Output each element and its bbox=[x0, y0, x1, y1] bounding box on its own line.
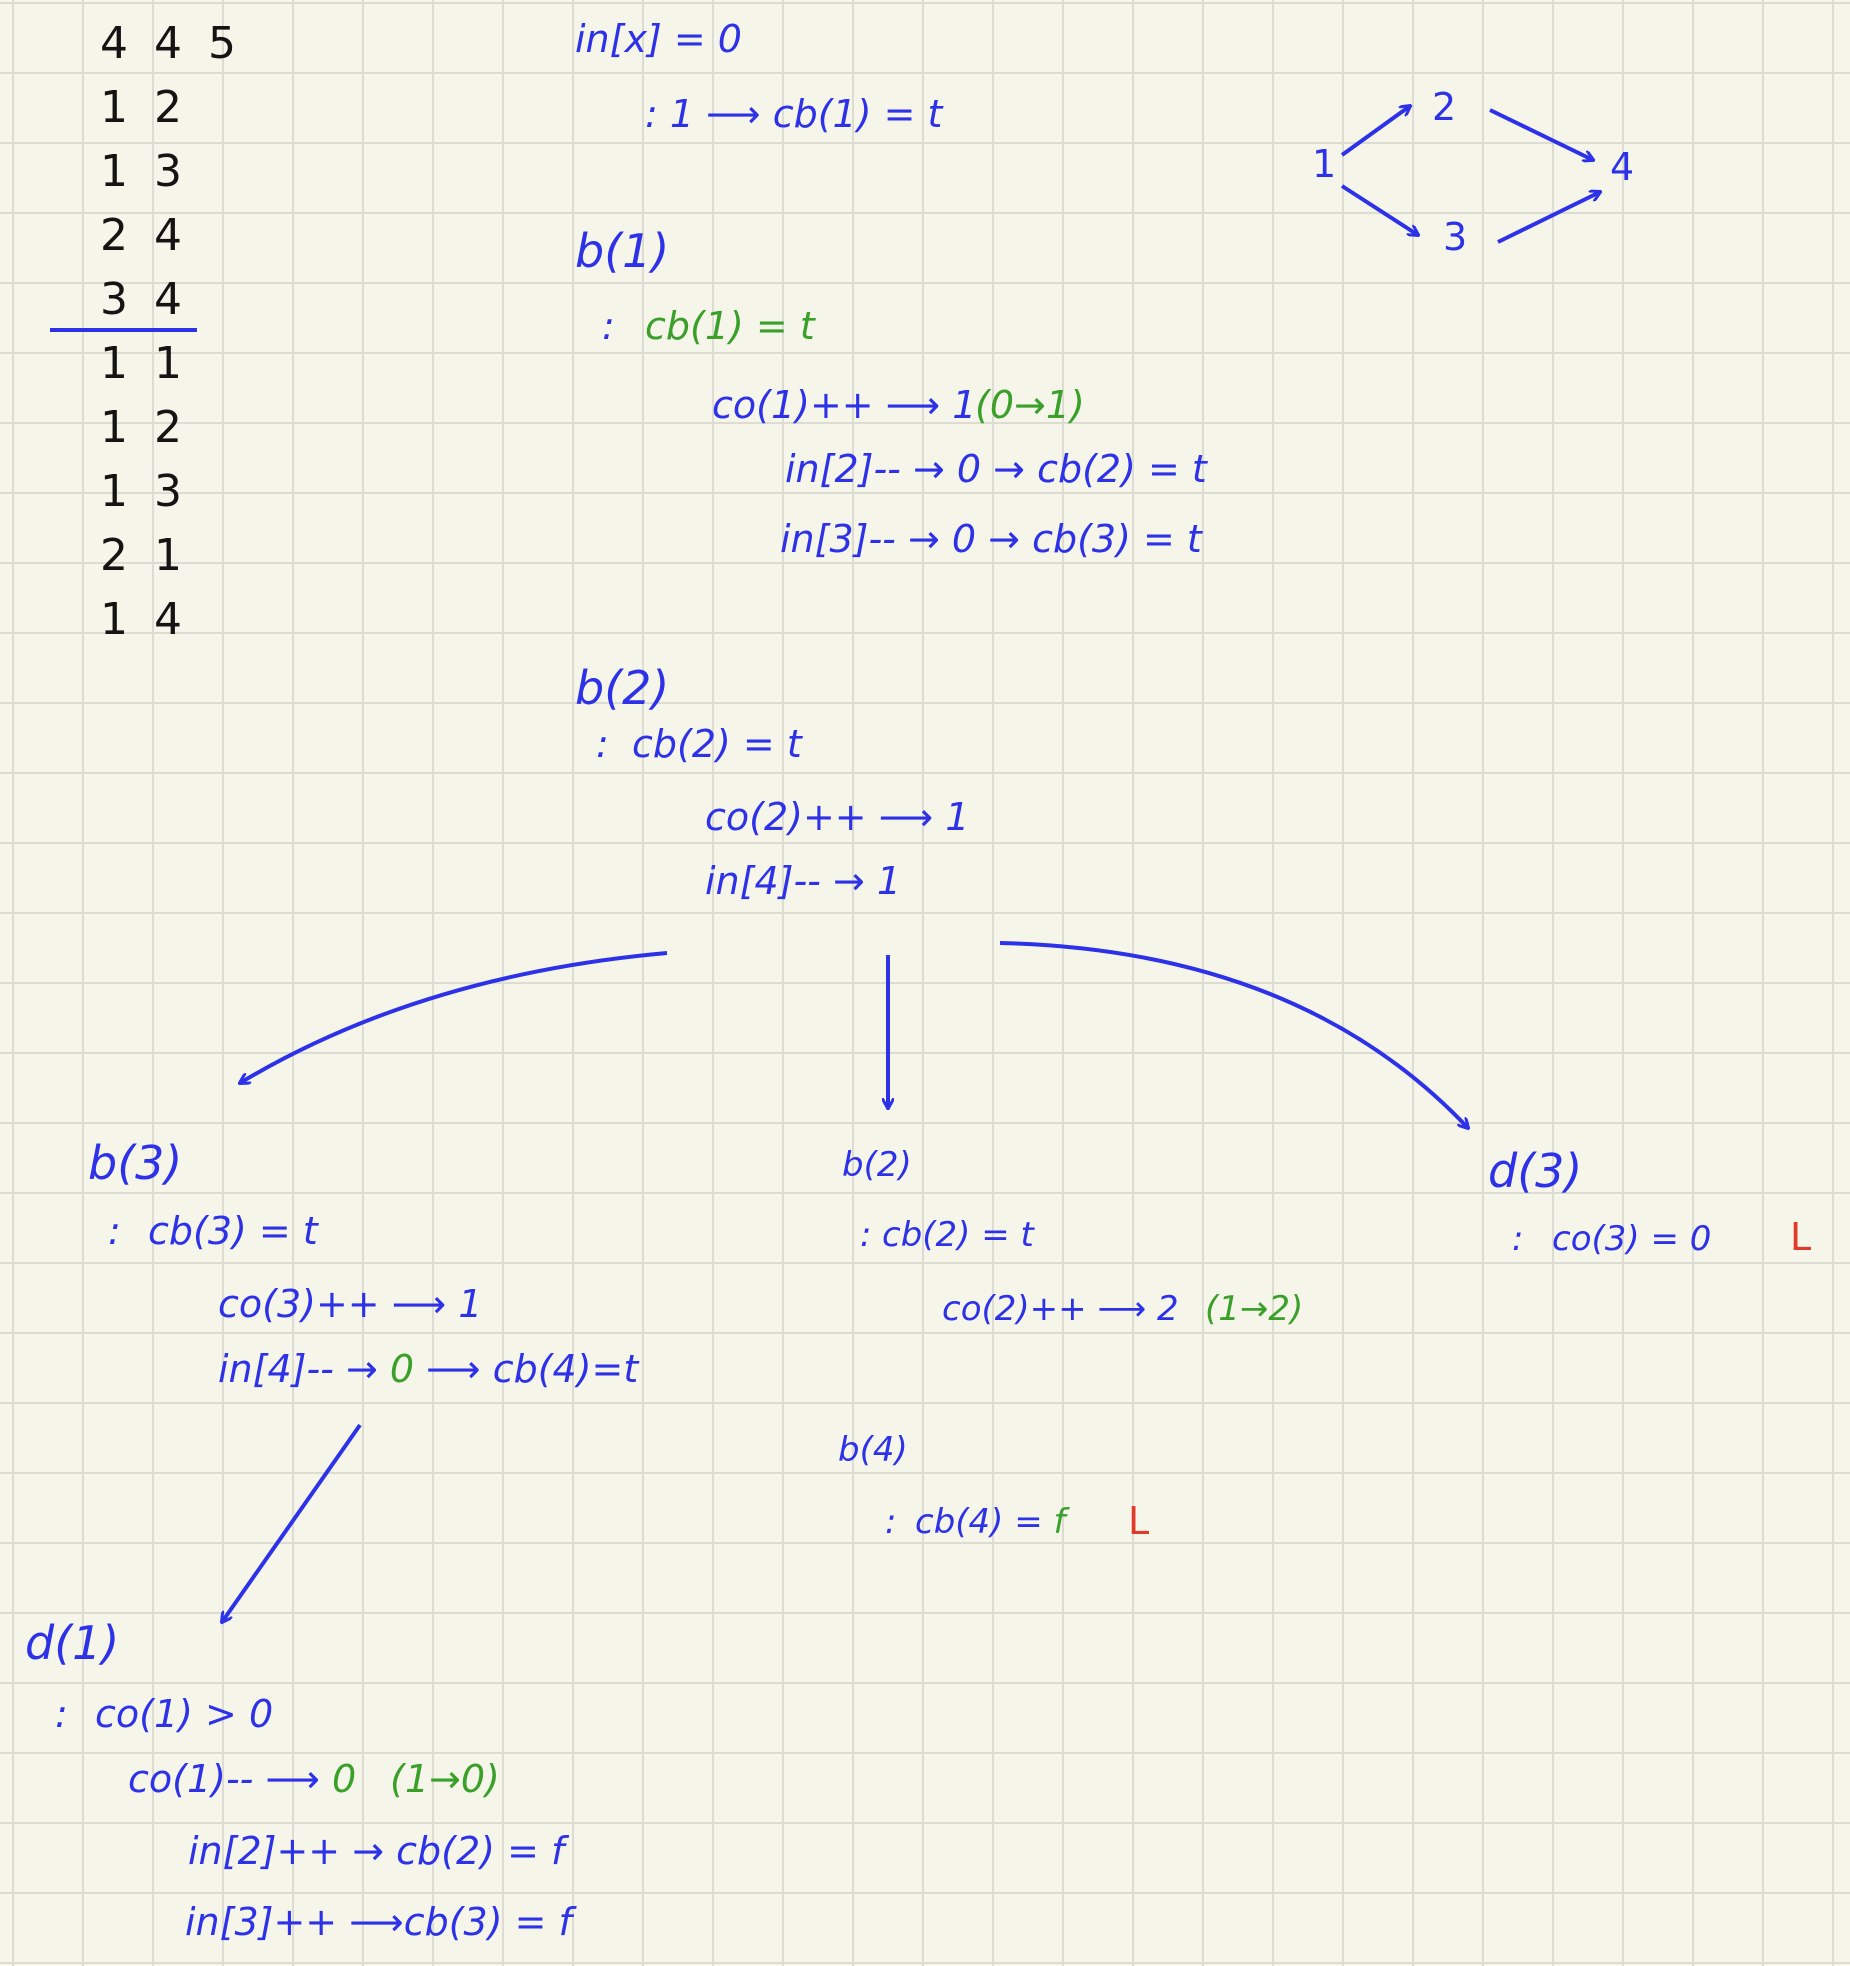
d3-colon: : bbox=[1512, 1219, 1524, 1259]
d1-in2-increment: in[2]++ → cb(2) = f bbox=[188, 1832, 564, 1870]
d1-colon: : bbox=[55, 1692, 68, 1736]
input-line: 1 4 bbox=[100, 594, 188, 645]
d3-co-value: co(3) = 0 bbox=[1552, 1219, 1712, 1259]
input-line: 1 3 bbox=[100, 146, 188, 197]
b2-colon: : bbox=[596, 722, 609, 766]
d1-condition: co(1) > 0 bbox=[95, 1692, 274, 1736]
arrow-to-d3 bbox=[999, 941, 1468, 1128]
b4-mark: L bbox=[1128, 1499, 1150, 1543]
input-line: 2 1 bbox=[100, 530, 188, 581]
input-line: 1 3 bbox=[100, 466, 188, 517]
branch-b3-colon: : bbox=[108, 1209, 121, 1253]
b1-title: b(1) bbox=[575, 224, 670, 278]
graph-node-4: 4 bbox=[1610, 145, 1635, 189]
d1-in3-text: in[3]++ ⟶ bbox=[185, 1900, 404, 1944]
b4-cb-f: f bbox=[1053, 1502, 1066, 1542]
arrow-to-d1 bbox=[222, 1423, 362, 1622]
b2-cb-value: cb(2) = t bbox=[632, 722, 802, 766]
graph-edge-2-4 bbox=[1489, 108, 1593, 160]
d1-cb3-value: cb(3) = f bbox=[403, 1900, 572, 1944]
graph-node-3: 3 bbox=[1443, 215, 1468, 259]
input-line: 1 1 bbox=[100, 338, 188, 389]
d1-co-decrement: co(1)-- ⟶ 0 bbox=[128, 1760, 356, 1798]
graph-node-2: 2 bbox=[1432, 85, 1457, 129]
b1-co-note: (0→1) bbox=[975, 383, 1085, 427]
b1-colon: : bbox=[602, 304, 615, 348]
b4-cb-text: cb(4) = bbox=[915, 1502, 1054, 1542]
d1-co-note: (1→0) bbox=[390, 1757, 500, 1801]
arrow-to-b3 bbox=[240, 951, 668, 1083]
branch-b3-title: b(3) bbox=[88, 1136, 183, 1190]
b1-in3-decrement: in[3]-- → 0 → cb(3) = t bbox=[780, 517, 1202, 561]
input-line: 2 4 bbox=[100, 210, 188, 261]
b4-cb-value: cb(4) = f bbox=[915, 1505, 1066, 1539]
d1-co-zero: 0 bbox=[332, 1757, 357, 1801]
branch-b3-in4-zero: 0 bbox=[389, 1347, 415, 1391]
b1-co-increment: co(1)++ ⟶ 1 bbox=[712, 383, 977, 427]
b1-cb-value: cb(1) = t bbox=[645, 304, 815, 348]
graph-edge-1-3 bbox=[1340, 184, 1418, 235]
graph-node-1: 1 bbox=[1312, 142, 1337, 186]
d1-in2-text: in[2]++ → bbox=[188, 1829, 397, 1873]
branch-b3-co-increment: co(3)++ ⟶ 1 bbox=[218, 1282, 483, 1326]
branch-b2-colon: : bbox=[860, 1215, 872, 1255]
branch-b3-in4-text: in[4]-- → bbox=[218, 1347, 390, 1391]
branch-b2-cb-value: cb(2) = t bbox=[882, 1215, 1034, 1255]
b2-co-increment: co(2)++ ⟶ 1 bbox=[705, 795, 970, 839]
input-line-header: 4 4 5 bbox=[100, 18, 242, 69]
graph-edge-1-2 bbox=[1340, 106, 1410, 157]
d1-title: d(1) bbox=[25, 1616, 120, 1670]
branch-b3-in4-decrement: in[4]-- → 0 ⟶ cb(4)=t bbox=[218, 1350, 638, 1388]
b4-title: b(4) bbox=[838, 1430, 908, 1470]
input-line: 3 4 bbox=[100, 274, 188, 325]
init-rule: : 1 ⟶ cb(1) = t bbox=[645, 92, 943, 136]
d1-cb2-value: cb(2) = f bbox=[396, 1829, 565, 1873]
d1-co-text: co(1)-- ⟶ bbox=[128, 1757, 333, 1801]
d1-in3-increment: in[3]++ ⟶cb(3) = f bbox=[185, 1903, 572, 1941]
b2-in4-decrement: in[4]-- → 1 bbox=[705, 859, 902, 903]
b1-in2-decrement: in[2]-- → 0 → cb(2) = t bbox=[785, 447, 1207, 491]
d3-title: d(3) bbox=[1488, 1144, 1583, 1198]
init-condition: in[x] = 0 bbox=[575, 17, 742, 61]
d3-mark: L bbox=[1790, 1215, 1812, 1259]
input-line: 1 2 bbox=[100, 82, 188, 133]
graph-edge-3-4 bbox=[1497, 192, 1600, 244]
branch-b3-cb-value: cb(3) = t bbox=[148, 1209, 318, 1253]
b4-colon: : bbox=[885, 1502, 897, 1542]
input-line: 1 2 bbox=[100, 402, 188, 453]
branch-b2-title: b(2) bbox=[842, 1145, 912, 1185]
branch-b2-co-increment: co(2)++ ⟶ 2 bbox=[942, 1289, 1179, 1329]
branch-b2-co-note: (1→2) bbox=[1205, 1289, 1304, 1329]
b2-title: b(2) bbox=[575, 661, 670, 715]
branch-b3-cb4: ⟶ cb(4)=t bbox=[414, 1347, 639, 1391]
